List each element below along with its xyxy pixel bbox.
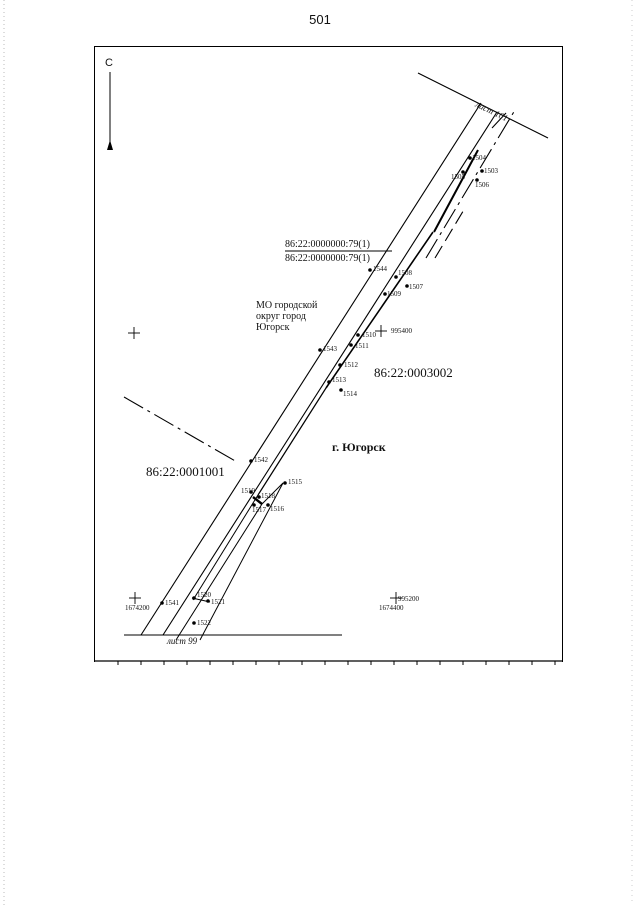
town-label: г. Югорск: [332, 440, 386, 454]
parcel-label-upper: 86:22:0000000:79(1): [285, 239, 370, 250]
quarter-label-west: 86:22:0001001: [146, 464, 225, 479]
point-1519: 1519: [241, 487, 255, 495]
grid-label-995400: 995400: [391, 327, 412, 335]
sheet-line-top: [417, 72, 549, 139]
point-1505: 1505: [451, 173, 465, 181]
inner-boundary-bottom: [192, 494, 259, 601]
municipality-line-3: Югорск: [256, 322, 290, 333]
offset-line-joint: [261, 482, 284, 505]
dash-boundary-short: [434, 207, 466, 259]
offset-line-lower: [175, 503, 263, 641]
grid-label-1674400: 1674400: [379, 604, 404, 612]
point-1522: 1522: [197, 619, 211, 627]
point-1520: 1520: [197, 591, 211, 599]
point-1507: 1507: [409, 283, 423, 291]
map-frame: [94, 46, 563, 662]
point-1515: 1515: [288, 478, 302, 486]
north-arrow-head: [107, 140, 113, 150]
point-1509: 1509: [387, 290, 401, 298]
point-1513: 1513: [332, 376, 346, 384]
grid-label-1674200: 1674200: [125, 604, 150, 612]
point-1521: 1521: [211, 598, 225, 606]
parcel-label-lower: 86:22:0000000:79(1): [285, 253, 370, 264]
point-1510: 1510: [362, 331, 376, 339]
point-1517: 1517: [252, 506, 266, 514]
point-1541: 1541: [165, 599, 179, 607]
point-1514: 1514: [343, 390, 357, 398]
inner-boundary-mid: [325, 231, 434, 389]
dash-boundary-cap: [491, 112, 507, 129]
offset-line-east: [199, 482, 284, 641]
point-1542: 1542: [254, 456, 268, 464]
municipality-line-2: округ город: [256, 311, 306, 322]
north-label: С: [105, 57, 113, 69]
point-1516: 1516: [270, 505, 284, 513]
corridor-line-west: [140, 102, 482, 636]
point-1503: 1503: [484, 167, 498, 175]
point-1511: 1511: [355, 342, 369, 350]
point-1504: 1504: [472, 154, 486, 162]
point-1543: 1543: [323, 345, 337, 353]
point-1512: 1512: [344, 361, 358, 369]
dashdot-boundary-lower: [123, 396, 238, 463]
point-1518: 1518: [261, 492, 275, 500]
grid-crosses: [128, 325, 402, 604]
stub-1518: [252, 496, 263, 505]
point-1544: 1544: [373, 265, 387, 273]
survey-points: [160, 156, 484, 625]
corridor-line-east: [162, 111, 498, 636]
dashdot-boundary-upper: [425, 109, 516, 259]
point-1508: 1508: [398, 269, 412, 277]
quarter-label-east: 86:22:0003002: [374, 365, 453, 380]
grid-label-995200: 995200: [398, 595, 419, 603]
inner-boundary-top: [433, 149, 479, 233]
sheet-label-bottom: лист 99: [167, 636, 198, 646]
point-1506: 1506: [475, 181, 489, 189]
page-number: 501: [309, 12, 331, 27]
municipality-line-1: МО городской: [256, 300, 318, 311]
frame-ticks: [117, 661, 556, 665]
inner-boundary-lower: [257, 387, 327, 496]
